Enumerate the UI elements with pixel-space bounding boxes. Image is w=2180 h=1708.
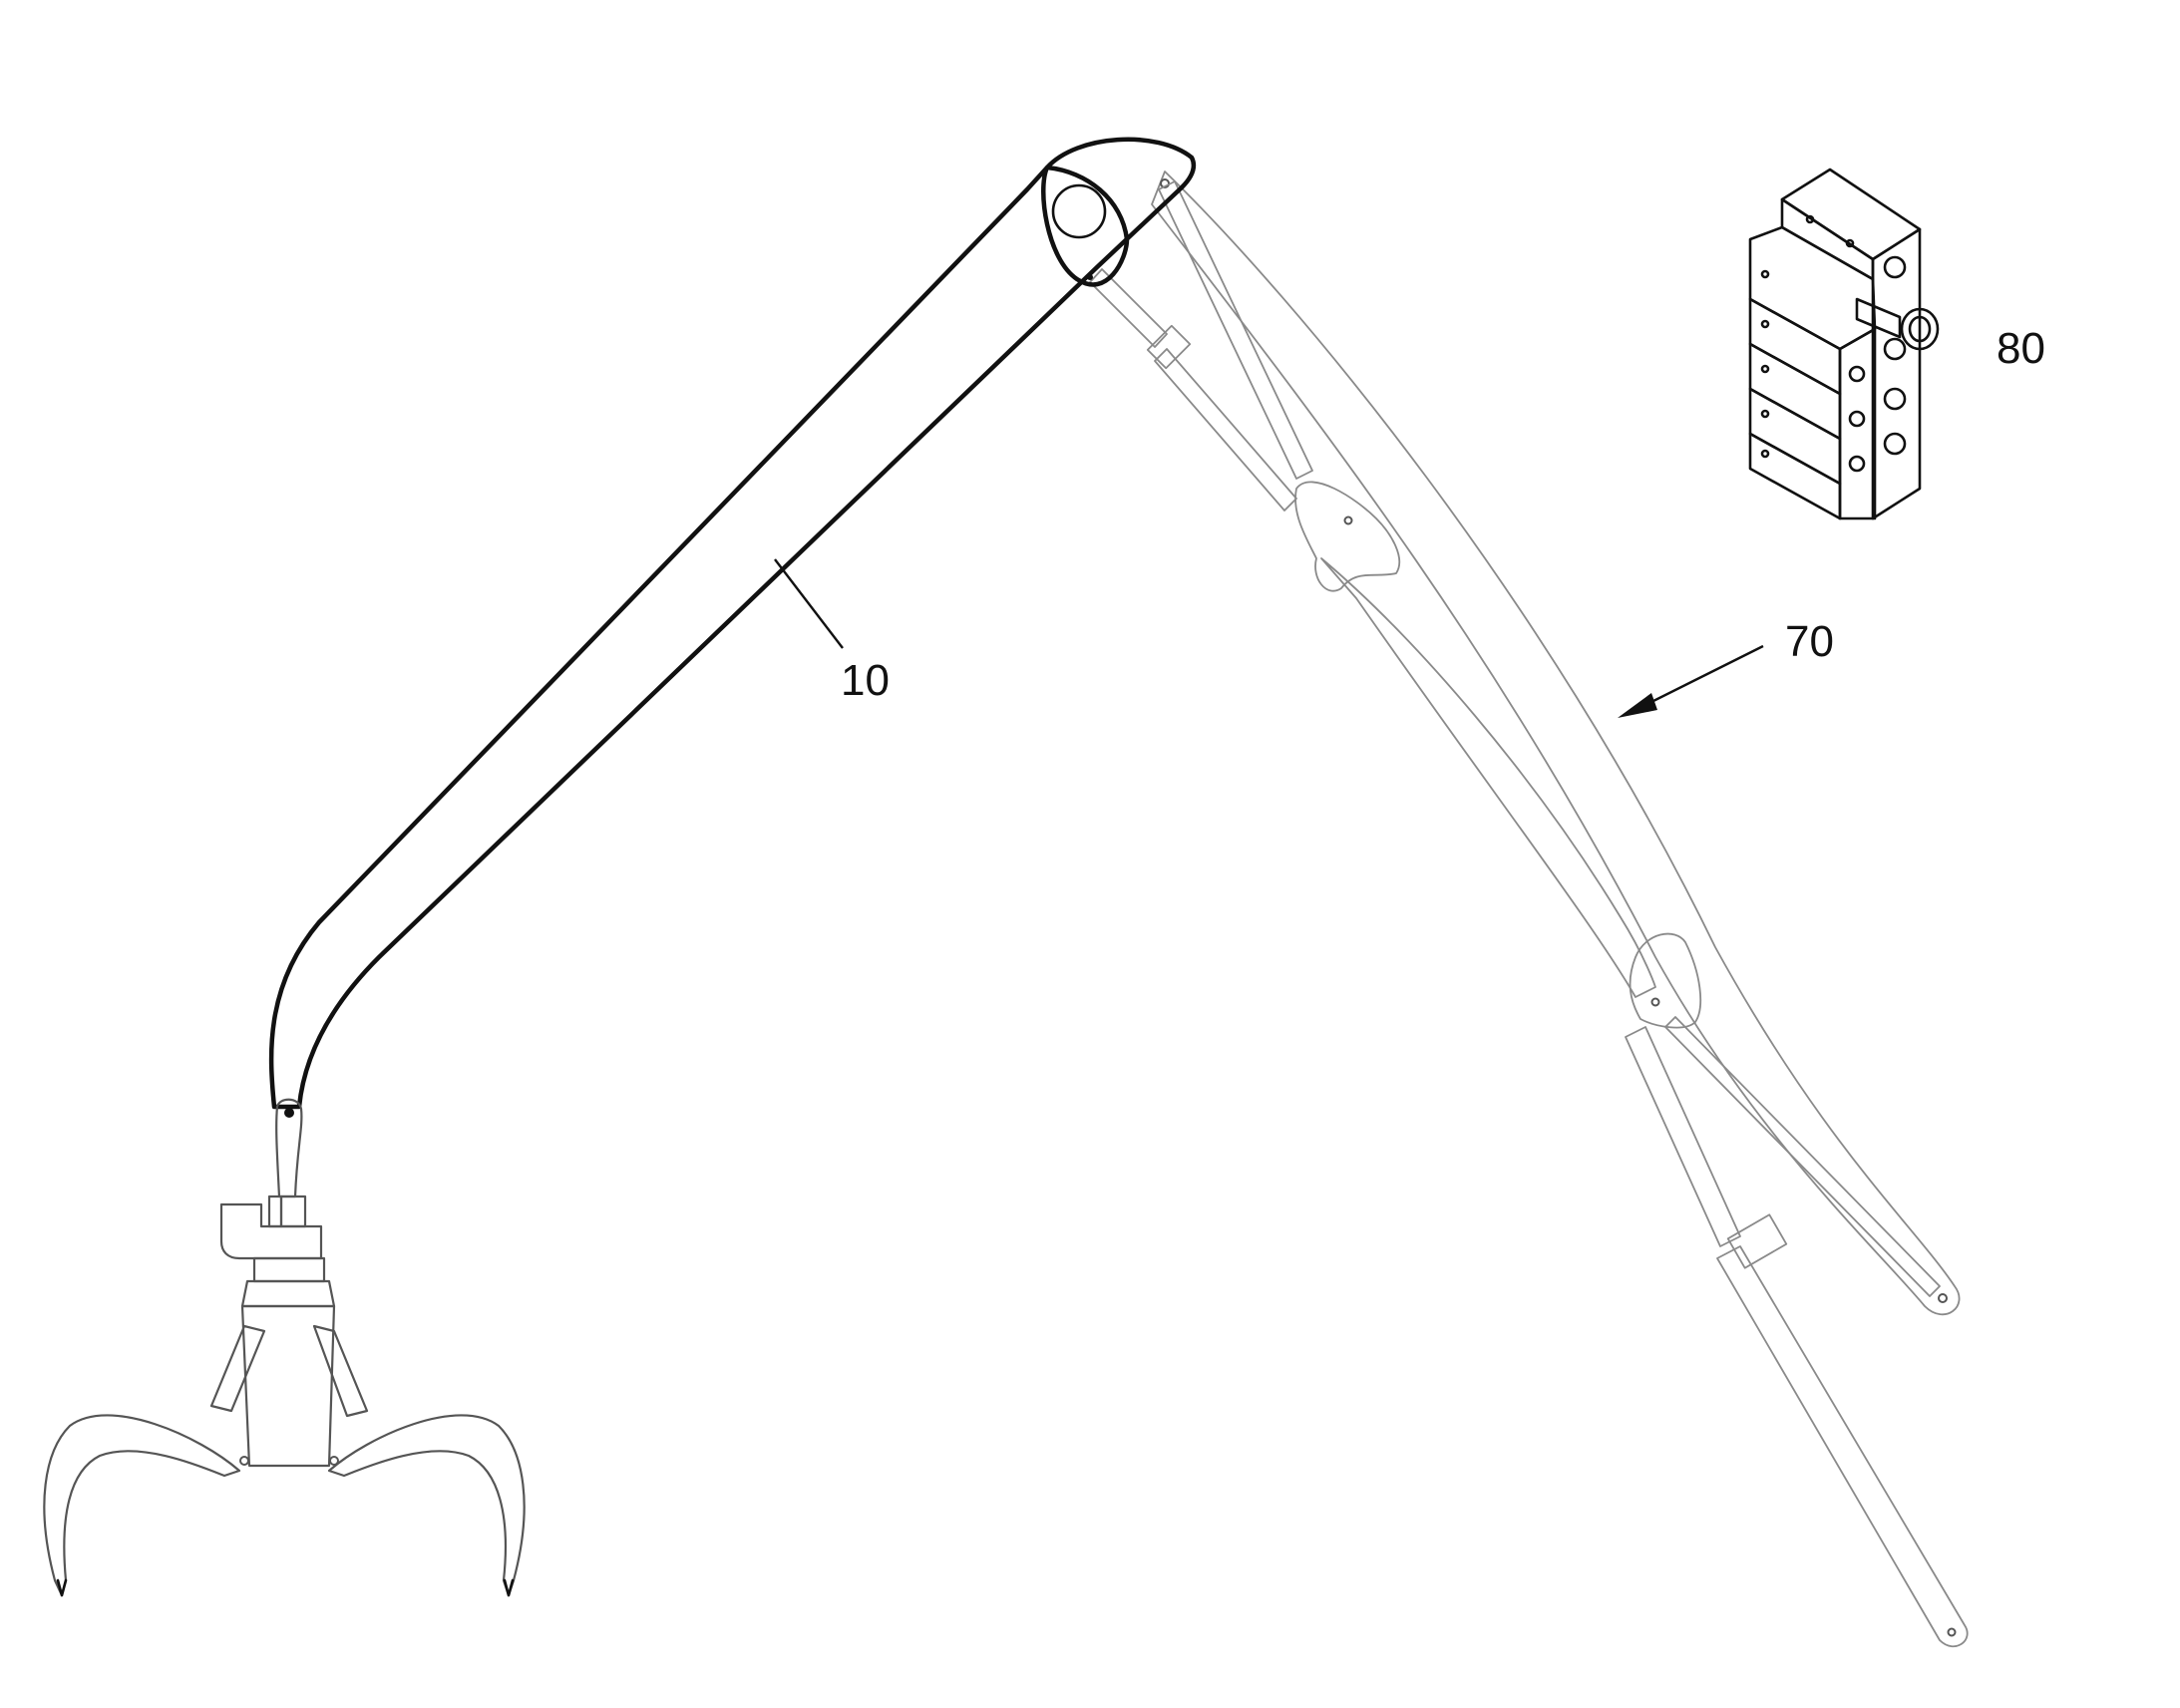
valve-port-3 (1883, 387, 1907, 411)
inner-boom-end-pin (1938, 1293, 1948, 1303)
grapple-jaw-hinge-left (239, 1456, 249, 1466)
valve-port-6 (1848, 410, 1866, 428)
grapple-swivel-pin (284, 1108, 294, 1118)
boom-leader-line (774, 558, 844, 649)
boom (268, 137, 1197, 1110)
inner-boom-outline (1151, 171, 1961, 1316)
grapple-cylinder-left (209, 1324, 266, 1413)
grapple-jaw-right-tip (503, 1578, 515, 1597)
grapple-rotator-housing (252, 1256, 326, 1283)
lower-knuckle-pin (1650, 997, 1660, 1007)
upper-cylinder (1089, 268, 1168, 348)
boom-head-pin-dot (1087, 274, 1093, 280)
valve-section-4 (1748, 387, 1842, 486)
label-crane-assembly: 70 (1785, 617, 1834, 666)
valve-port-7 (1848, 455, 1866, 473)
main-cylinder-end-pin (1947, 1627, 1957, 1637)
valve-port-2 (1883, 337, 1907, 361)
upper-knuckle-bracket (1294, 481, 1401, 592)
lower-arm-outline (1320, 557, 1656, 998)
label-boom: 10 (841, 656, 890, 705)
valve-section-5 (1748, 432, 1842, 520)
boom-outline (268, 137, 1197, 1110)
grapple (43, 1098, 526, 1597)
lower-knuckle-bracket (1629, 932, 1702, 1029)
valve-block (1748, 168, 1940, 520)
valve-hole-front-5 (1760, 449, 1770, 459)
grapple-jaw-left (43, 1414, 241, 1597)
lower-link (1664, 1016, 1941, 1297)
valve-port-1 (1883, 255, 1907, 279)
grapple-jaw-hinge-right (329, 1456, 339, 1466)
crane-assembly-arrow (1618, 644, 1764, 718)
upper-knuckle-pin (1343, 515, 1353, 525)
valve-section-3 (1748, 342, 1842, 441)
valve-port-4 (1883, 432, 1907, 456)
grapple-rotator-stem (279, 1195, 307, 1228)
main-cylinder-barrel (1625, 1026, 1741, 1247)
valve-port-5 (1848, 365, 1866, 383)
grapple-jaw-left-tip (56, 1578, 68, 1597)
boom-head-plate (1041, 165, 1130, 287)
upper-cylinder-collar (1146, 324, 1192, 370)
boom-head-pivot (1051, 183, 1107, 239)
valve-fitting (1855, 297, 1940, 351)
valve-section-2 (1748, 297, 1842, 396)
label-valve-block: 80 (1997, 324, 2045, 373)
valve-hole-top-2 (1845, 238, 1855, 248)
grapple-body (240, 1304, 336, 1468)
main-cylinder-collar (1726, 1213, 1788, 1269)
valve-hole-front-3 (1760, 364, 1770, 374)
valve-section-sides (1838, 327, 1877, 520)
valve-hole-top-1 (1805, 214, 1815, 224)
arrow-head (1618, 693, 1657, 718)
valve-block-rear-side (1871, 227, 1922, 520)
link-rod (1158, 180, 1313, 480)
valve-hole-front-4 (1760, 409, 1770, 419)
main-cylinder-rod (1716, 1245, 1969, 1648)
grapple-rotator-stem-left (267, 1195, 283, 1228)
grapple-rotator-head (219, 1202, 323, 1260)
valve-block-rear-face (1780, 197, 1875, 281)
upper-cylinder-rod (1154, 348, 1297, 512)
valve-hole-front-1 (1760, 269, 1770, 279)
valve-section-1 (1748, 225, 1877, 351)
grapple-cylinder-right (312, 1324, 369, 1418)
grapple-swivel-link (275, 1098, 303, 1198)
grapple-jaw-right (327, 1414, 526, 1597)
valve-hole-front-2 (1760, 319, 1770, 329)
grapple-body-top (240, 1279, 336, 1308)
crane-arm-assembly (1089, 171, 1969, 1648)
